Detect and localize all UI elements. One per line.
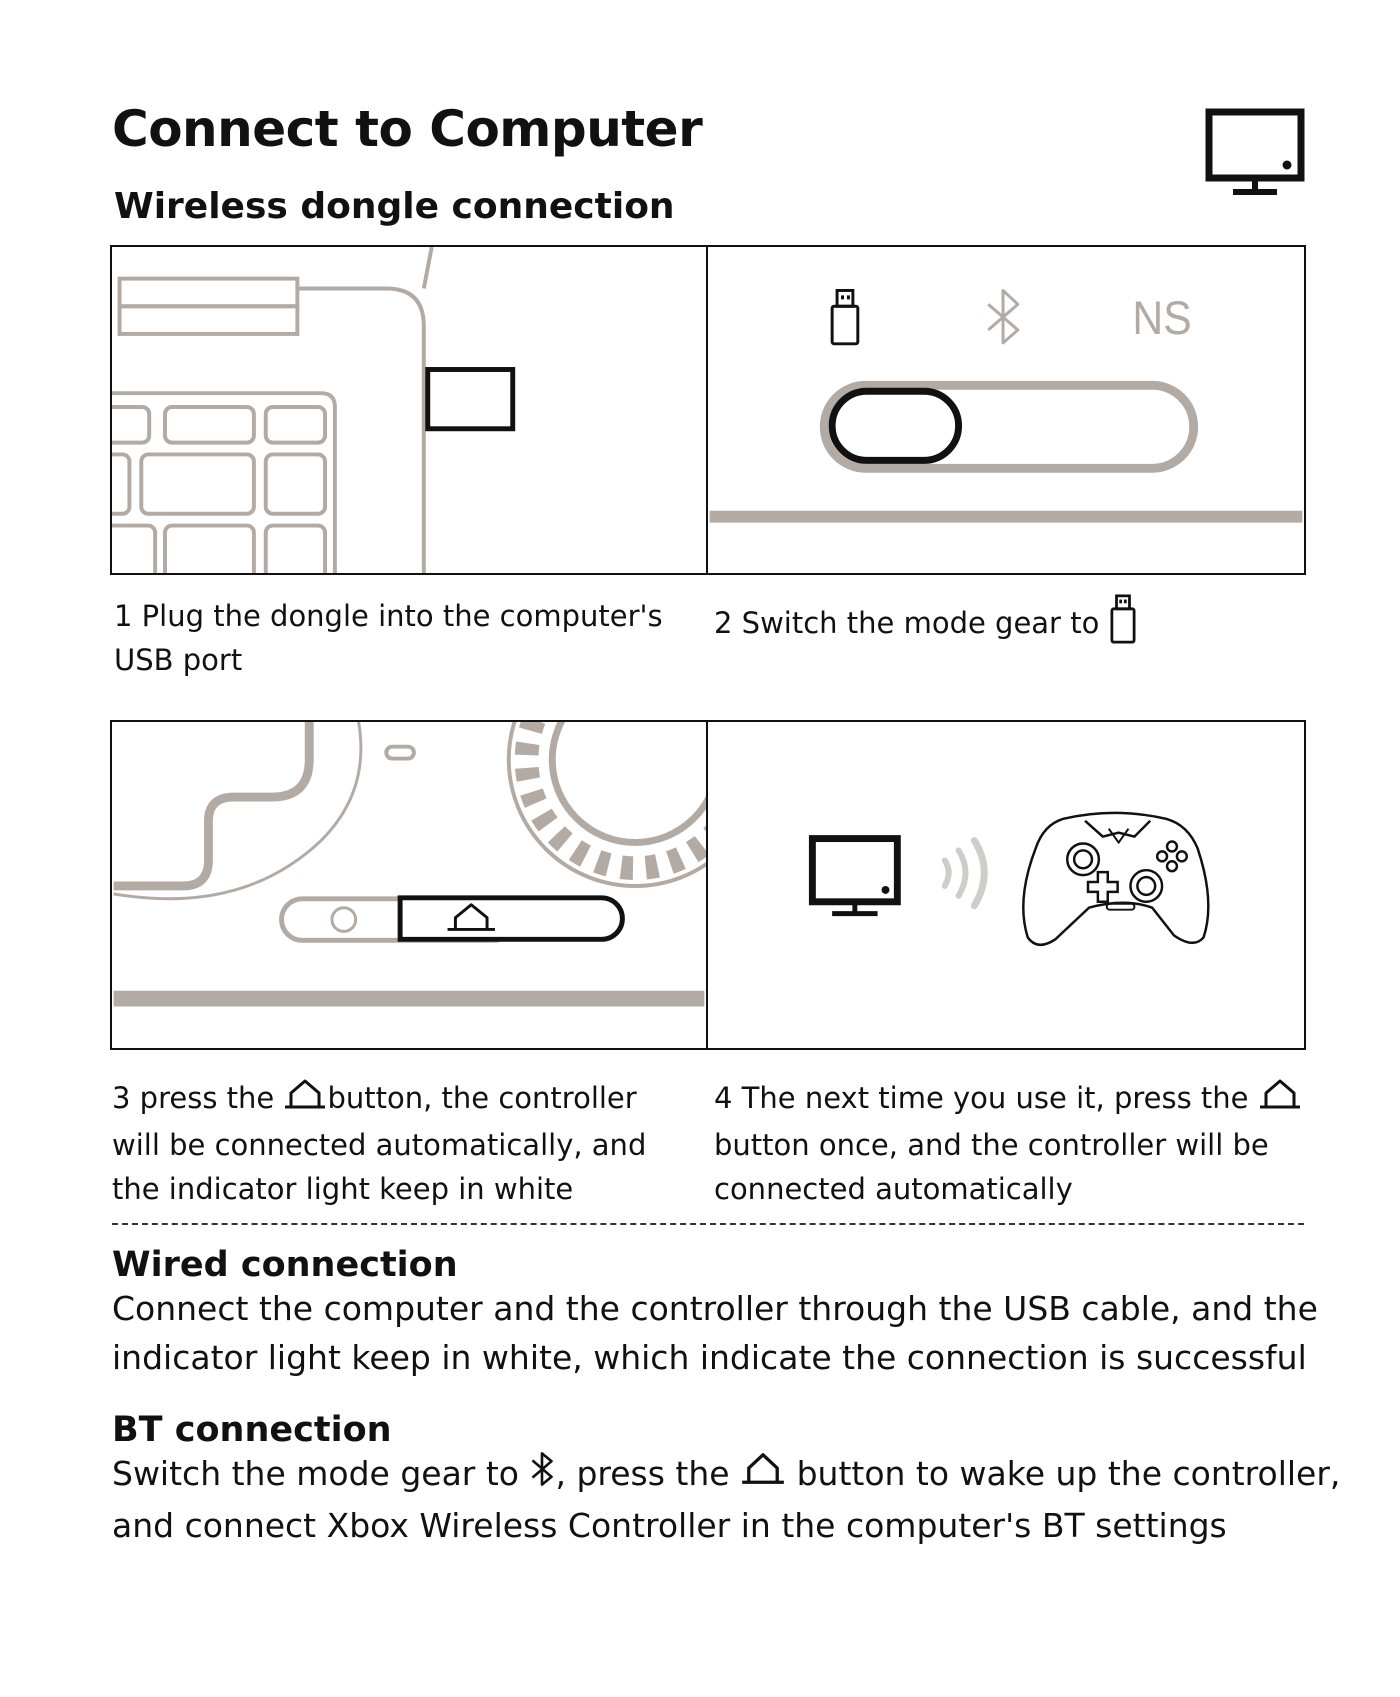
bt-body: Switch the mode gear to , press the butt… xyxy=(112,1449,1352,1550)
step3-text-b: button, the controller will be connected… xyxy=(112,1081,647,1206)
step2-caption: 2 Switch the mode gear to xyxy=(714,594,1304,656)
bt-body-a: Switch the mode gear to xyxy=(112,1454,519,1493)
bt-body-c: button to wake up the controller, and co… xyxy=(112,1454,1341,1545)
bt-heading: BT connection xyxy=(112,1410,392,1450)
step4-text-b: button once, and the controller will be … xyxy=(714,1128,1269,1206)
step2-text: 2 Switch the mode gear to xyxy=(714,606,1100,640)
wired-body: Connect the computer and the controller … xyxy=(112,1289,1318,1377)
bluetooth-icon xyxy=(529,1450,555,1501)
usb-port-icon xyxy=(425,367,516,432)
step4-caption: 4 The next time you use it, press the bu… xyxy=(714,1076,1304,1211)
home-icon xyxy=(283,1077,327,1123)
home-icon xyxy=(1258,1077,1302,1123)
bt-body-b: , press the xyxy=(555,1454,730,1493)
home-icon xyxy=(740,1451,786,1500)
step4-illustration xyxy=(706,720,1306,1050)
wireless-signal-icon xyxy=(941,837,988,910)
step2-illustration: NS xyxy=(706,245,1306,575)
step1-illustration xyxy=(110,245,708,575)
step3-text-a: 3 press the xyxy=(112,1081,275,1115)
usb-dongle-icon xyxy=(830,288,860,346)
section-subtitle: Wireless dongle connection xyxy=(114,186,675,227)
section-divider xyxy=(112,1223,1304,1225)
page-title: Connect to Computer xyxy=(112,100,703,158)
step3-caption: 3 press the button, the controller will … xyxy=(112,1076,672,1211)
step1-caption: 1 Plug the dongle into the computer's US… xyxy=(114,599,663,677)
monitor-icon xyxy=(1205,108,1305,198)
step4-text-a: 4 The next time you use it, press the xyxy=(714,1081,1249,1115)
wired-heading: Wired connection xyxy=(112,1245,458,1285)
step3-illustration xyxy=(110,720,708,1050)
monitor-icon xyxy=(808,835,901,917)
bluetooth-icon xyxy=(987,288,1020,345)
home-icon xyxy=(453,903,489,930)
usb-dongle-icon xyxy=(1109,594,1137,656)
ns-mode-label: NS xyxy=(1132,292,1191,345)
controller-illustration xyxy=(1022,811,1210,947)
home-button xyxy=(397,895,625,942)
mode-switch-knob xyxy=(828,387,963,464)
